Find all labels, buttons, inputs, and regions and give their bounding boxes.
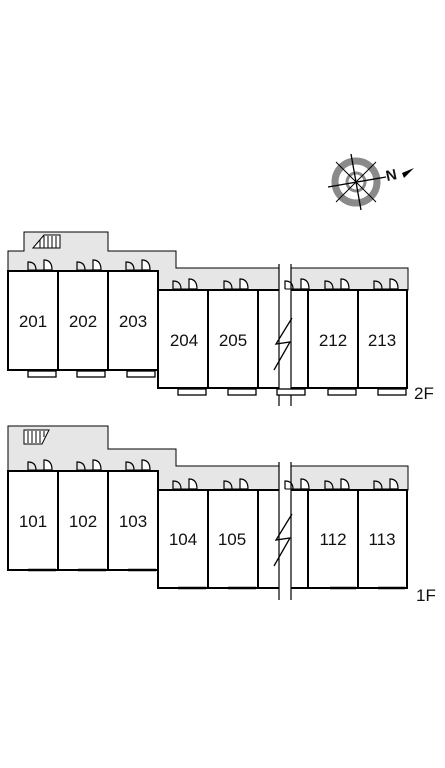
window-icon	[27, 370, 57, 378]
room-212	[307, 289, 359, 389]
window-icon	[327, 388, 357, 396]
staircase-icon	[23, 429, 50, 445]
room-number: 201	[19, 312, 47, 331]
window-icon	[377, 388, 407, 396]
room-number: 102	[69, 512, 97, 531]
room-number: 104	[169, 530, 197, 549]
floor-1f: 101 102 103 104 105 112 113 1F	[7, 425, 436, 605]
floor-2f: 201 202 203 204 205 212 213 2F	[7, 231, 434, 406]
room-105	[207, 489, 259, 589]
window-icon	[28, 568, 405, 590]
floor-label: 2F	[414, 384, 434, 403]
room-number: 105	[218, 530, 246, 549]
room-number: 203	[119, 312, 147, 331]
room-number: 112	[319, 530, 346, 549]
room-101	[7, 470, 59, 571]
floor-label: 1F	[416, 586, 436, 605]
window-icon	[276, 388, 306, 396]
window-icon	[177, 388, 207, 396]
window-icon	[76, 370, 106, 378]
room-202	[57, 270, 109, 371]
window-icon	[227, 388, 257, 396]
room-201	[7, 270, 59, 371]
room-number: 205	[219, 331, 247, 350]
room-number: 113	[368, 530, 395, 549]
staircase-icon	[31, 234, 61, 249]
room-213	[357, 289, 408, 389]
break-line-icon	[273, 462, 293, 600]
break-line-icon	[273, 264, 293, 406]
room-number: 202	[69, 312, 97, 331]
compass-north-label: N	[384, 166, 398, 185]
room-number: 204	[170, 331, 198, 350]
room-number: 101	[19, 512, 47, 531]
room-number: 103	[119, 512, 147, 531]
room-102	[57, 470, 109, 571]
window-icon	[126, 370, 156, 378]
room-number: 213	[368, 331, 396, 350]
room-113	[357, 489, 408, 589]
compass-icon: N	[327, 153, 414, 211]
room-number: 212	[319, 331, 347, 350]
room-205	[207, 289, 259, 389]
room-203	[107, 270, 159, 371]
room-104	[157, 489, 209, 589]
room-112	[307, 489, 359, 589]
